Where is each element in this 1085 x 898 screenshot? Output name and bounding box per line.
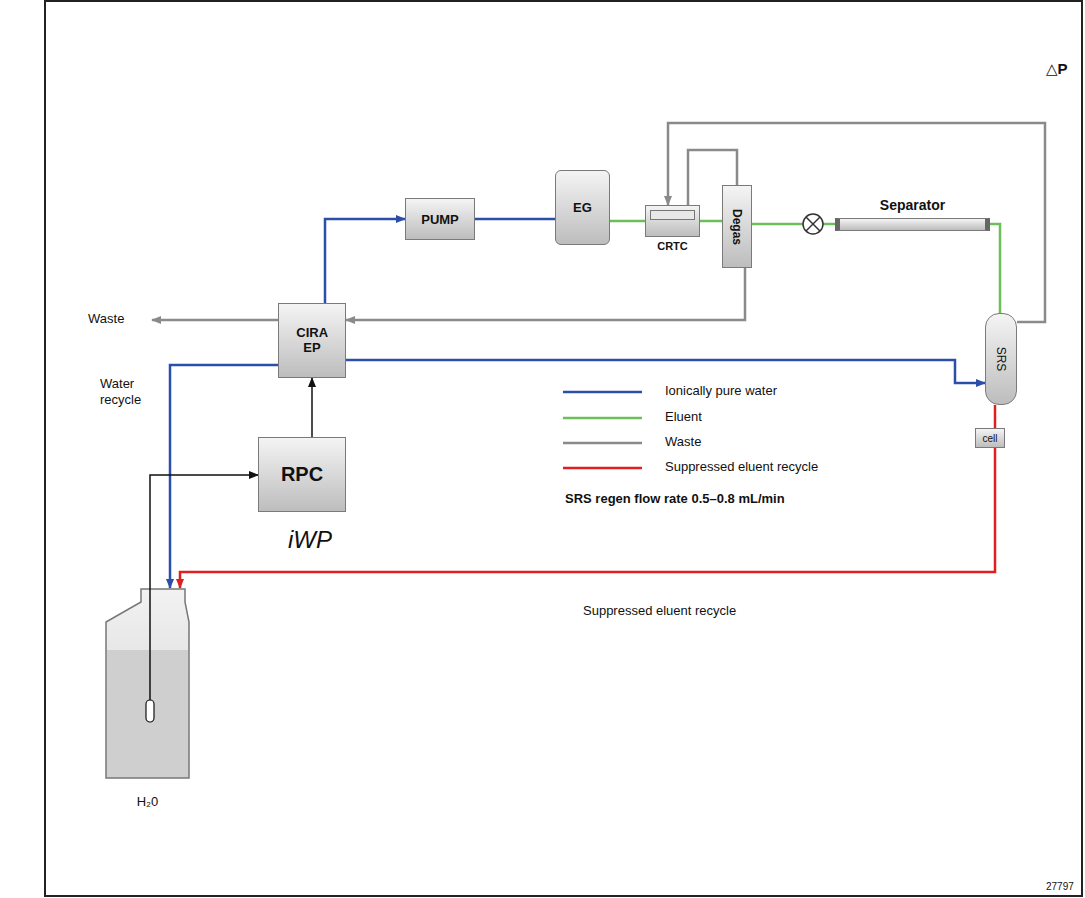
cartridge-box: CIRA EP	[278, 303, 346, 378]
flow-line	[668, 123, 1045, 322]
node-label: CRTC	[657, 240, 688, 252]
flow-line	[700, 220, 722, 223]
waste-outlet	[152, 319, 278, 322]
frame	[45, 1, 1082, 896]
node-label: CIRA EP	[296, 326, 327, 356]
cell-box: cell	[975, 428, 1005, 448]
bottle-outline	[105, 588, 190, 780]
legend-text: Ionically pure water	[665, 383, 777, 398]
text-label: Water recycle	[100, 376, 162, 407]
flow-line	[325, 219, 405, 303]
text-label: iWP	[288, 526, 332, 554]
legend-samples	[563, 392, 642, 468]
node-label: SRS	[994, 347, 1008, 372]
node-label: Separator	[880, 197, 945, 213]
flow-line	[311, 378, 313, 437]
node-label: Degas	[730, 208, 744, 244]
text-label: SRS regen flow rate 0.5–0.8 mL/min	[565, 491, 785, 506]
legend-text: Eluent	[665, 409, 702, 424]
node-label: RPC	[281, 463, 323, 486]
generator-box: EG	[555, 170, 610, 245]
suppressor-box: SRS	[985, 313, 1017, 405]
flow-line	[475, 218, 555, 221]
pump-box: PUMP	[405, 198, 475, 240]
node-label: cell	[982, 433, 997, 444]
heater-lid	[650, 210, 695, 220]
degas-box: Degas	[722, 185, 752, 268]
node-label: H₂0	[137, 794, 159, 809]
water-bottle: H₂0	[105, 588, 190, 780]
flow-line	[994, 405, 997, 428]
controller-box: RPC	[258, 437, 346, 512]
injection-valve	[803, 214, 823, 234]
text-label: Suppressed eluent recycle	[583, 603, 736, 618]
text-label: Waste	[88, 311, 124, 326]
flow-line	[346, 268, 745, 320]
text-label: 27797	[1046, 881, 1074, 892]
column-tube: Separator	[835, 218, 990, 231]
heater-box: CRTC	[645, 205, 700, 237]
flow-line	[990, 224, 1000, 313]
flow-line	[346, 360, 985, 383]
legend-text: Suppressed eluent recycle	[665, 459, 818, 474]
flow-line	[180, 448, 995, 588]
node-label: PUMP	[421, 212, 459, 227]
text-label: △P	[1046, 60, 1068, 78]
legend-text: Waste	[665, 434, 701, 449]
node-label: EG	[573, 200, 592, 215]
flow-line	[610, 220, 645, 223]
